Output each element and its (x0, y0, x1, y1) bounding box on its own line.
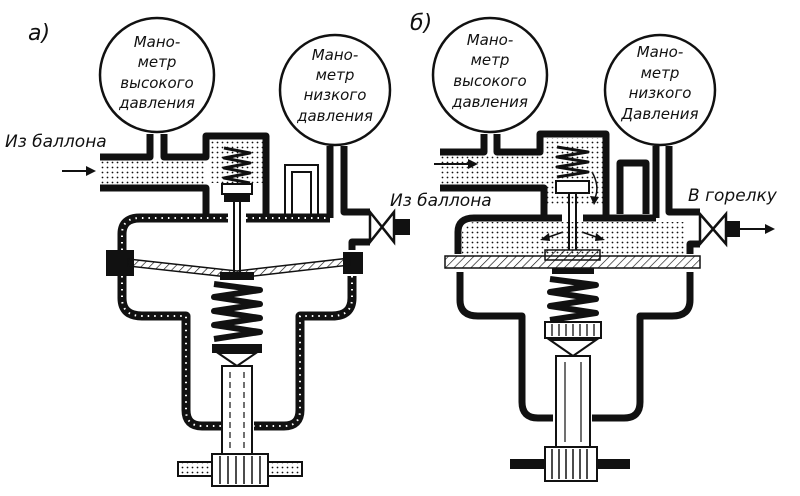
screw-knob (544, 446, 598, 482)
bypass-u-tube (616, 159, 650, 214)
screw-cone (546, 339, 600, 358)
housing-left-wall (117, 276, 222, 431)
outlet-stub (726, 221, 740, 237)
low-gauge-text-4: давления (296, 107, 373, 125)
outlet-label: В горелку (688, 186, 778, 206)
inlet-pipe-top-wall (100, 132, 270, 218)
spring-top-seat (220, 272, 254, 280)
low-pressure-gauge (603, 33, 717, 147)
screw-thread-lines (564, 362, 582, 442)
high-gauge-text-3: высокого (453, 72, 526, 90)
low-gauge-pipe (326, 146, 370, 218)
chamber-flow-arrow-heads (540, 233, 605, 241)
housing-right-texture (254, 276, 353, 427)
valve-stem (233, 202, 241, 274)
high-pressure-gauge (98, 16, 216, 134)
inlet-label: Из баллона (390, 191, 492, 211)
main-spring (211, 281, 263, 342)
valve-seat (224, 194, 250, 202)
spring-top-seat (552, 268, 594, 274)
high-pressure-gauge (431, 16, 549, 134)
housing-top-texture (121, 217, 330, 250)
inlet-arrow-head (86, 166, 96, 176)
high-gauge-text-2: метр (471, 51, 510, 69)
inlet-gas-fill (440, 155, 544, 185)
inlet-label: Из баллона (5, 132, 107, 152)
low-gauge-text-1: Мано- (312, 46, 359, 64)
adjusting-screw (555, 355, 591, 449)
high-gauge-text-1: Мано- (134, 33, 181, 51)
inlet-arrow-head (468, 159, 478, 169)
outlet-pipe-bottom (348, 238, 370, 250)
housing-right-wall (254, 276, 357, 431)
adjusting-screw (221, 365, 253, 457)
high-gauge-text-4: давления (118, 94, 195, 112)
valve-spring (555, 145, 590, 179)
low-chamber-gas-fill (462, 222, 685, 254)
main-spring (547, 276, 599, 323)
outlet-valve (698, 210, 728, 248)
high-gauge-text-4: давления (451, 93, 528, 111)
panel-a: а) Мано- метр высокого давления Мано- ме… (5, 16, 410, 487)
valve-spring (222, 146, 252, 185)
high-gauge-text-1: Мано- (467, 31, 514, 49)
low-gauge-text-2: метр (641, 64, 680, 82)
inlet-pipe-bottom-wall (100, 184, 210, 218)
panel-b: б) Мано- метр высокого давления Мано- ме… (390, 11, 778, 482)
housing-right-top-wall (686, 240, 700, 254)
screw-knob (211, 453, 269, 487)
high-gauge-text-2: метр (138, 53, 177, 71)
gas-flow-arrow (591, 171, 598, 199)
outlet-stub (394, 219, 410, 235)
screw-thread-lines (229, 372, 245, 450)
spring-bottom-plate (212, 344, 262, 353)
high-gauge-text-3: высокого (120, 74, 193, 92)
housing-left-texture (121, 276, 222, 427)
housing-right-wall (592, 272, 694, 422)
panel-b-label: б) (410, 11, 432, 36)
housing-left-wall (456, 272, 553, 422)
housing-top-wall (117, 213, 330, 250)
screw-cone (214, 352, 260, 368)
bypass-u-tube (284, 164, 319, 216)
gas-flow-arrow-head (590, 196, 599, 205)
knob-knurl-lines (551, 449, 588, 479)
panel-a-label: а) (28, 21, 50, 46)
outlet-valve (368, 208, 396, 246)
diaphragm-center-plate (544, 249, 601, 261)
low-gauge-text-1: Мано- (637, 43, 684, 61)
low-gauge-text-3: низкого (629, 84, 692, 102)
inlet-pipe-bottom-wall (440, 184, 548, 218)
inlet-gas-fill (100, 160, 206, 185)
nut-knurl-lines (551, 324, 595, 336)
valve-stem (568, 194, 577, 250)
low-pressure-gauge (278, 33, 392, 147)
low-gauge-text-3: низкого (304, 86, 367, 104)
low-gauge-text-4: Давления (620, 105, 698, 123)
housing-top-wall (454, 214, 656, 254)
low-gauge-text-2: метр (316, 66, 355, 84)
low-gauge-pipe (652, 146, 700, 218)
inlet-pipe-top-wall (440, 130, 610, 218)
valve-disc (221, 183, 253, 195)
valve-disc (555, 180, 590, 194)
knob-knurl-lines (219, 456, 261, 484)
outlet-arrow-head (765, 224, 775, 234)
